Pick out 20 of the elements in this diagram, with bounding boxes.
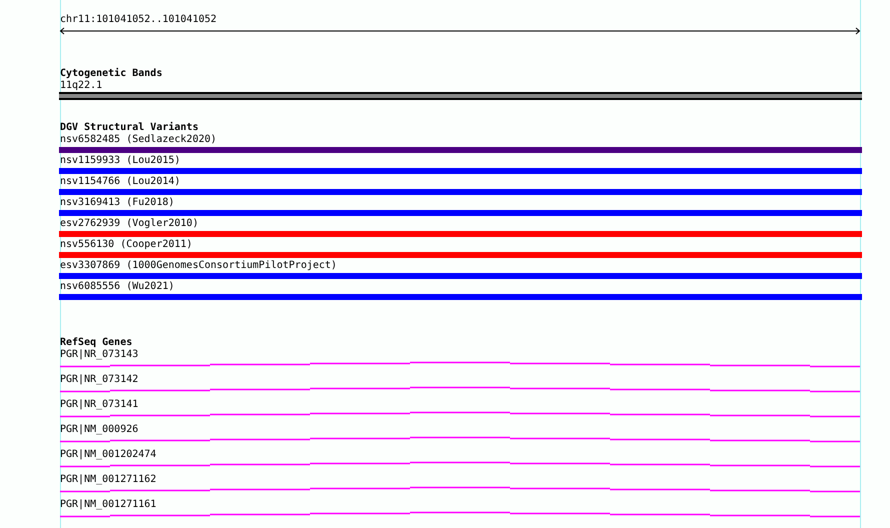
feature-label: PGR|NM_001271161 [60,499,156,511]
coordinate-range-label: chr11:101041052..101041052 [60,14,217,26]
feature-label: PGR|NR_073143 [60,349,138,361]
feature-label: esv3307869 (1000GenomesConsortiumPilotProject) [60,260,337,272]
feature-label: PGR|NR_073141 [60,399,138,411]
track-title: Cytogenetic Bands [60,68,162,80]
feature-label: PGR|NM_001271162 [60,474,156,486]
feature-label: 11q22.1 [60,80,102,92]
feature-label: PGR|NM_001202474 [60,449,156,461]
track-title: RefSeq Genes [60,337,132,349]
feature-label: nsv6085556 (Wu2021) [60,281,174,293]
feature-label: nsv3169413 (Fu2018) [60,197,174,209]
feature-label: esv2762939 (Vogler2010) [60,218,198,230]
feature-label: PGR|NM_000926 [60,424,138,436]
track-title: DGV Structural Variants [60,122,198,134]
feature-label: nsv1159933 (Lou2015) [60,155,180,167]
feature-label: nsv556130 (Cooper2011) [60,239,192,251]
feature-label: nsv6582485 (Sedlazeck2020) [60,134,217,146]
feature-label: PGR|NR_073142 [60,374,138,386]
feature-label: nsv1154766 (Lou2014) [60,176,180,188]
